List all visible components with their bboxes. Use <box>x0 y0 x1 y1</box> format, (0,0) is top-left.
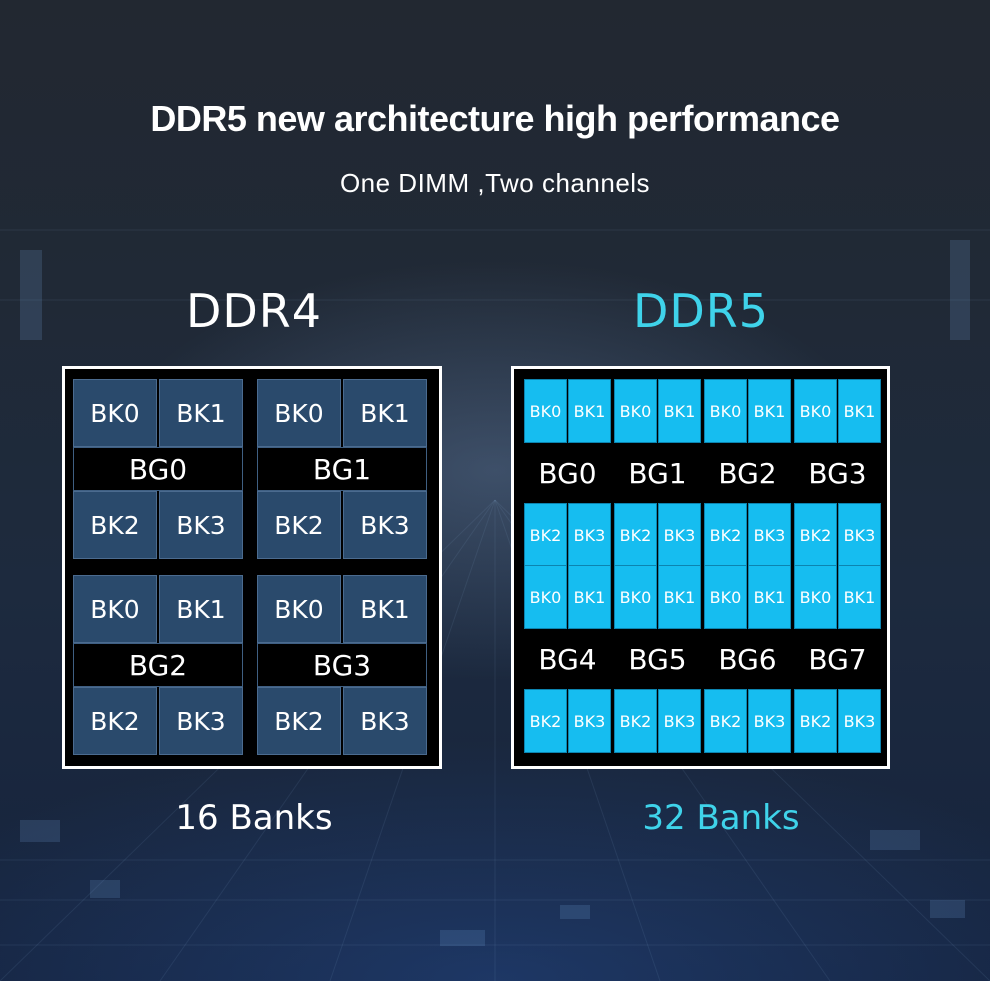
bank-cell: BK0 <box>704 379 747 443</box>
bank-group-label: BG5 <box>614 629 701 689</box>
bank-cell: BK2 <box>614 689 657 753</box>
bank-group-label: BG0 <box>524 443 611 503</box>
bank-cell: BK2 <box>614 503 657 567</box>
bank-cell: BK1 <box>568 379 611 443</box>
ddr5-bank-count: 32 Banks <box>642 798 800 838</box>
bank-group-label: BG0 <box>73 447 243 491</box>
page-title: DDR5 new architecture high performance <box>150 98 840 139</box>
bank-group-label: BG2 <box>704 443 791 503</box>
bank-cell: BK0 <box>614 379 657 443</box>
ddr4-heading: DDR4 <box>185 284 323 338</box>
bank-cell: BK2 <box>794 503 837 567</box>
bank-cell: BK3 <box>748 689 791 753</box>
bank-cell: BK0 <box>73 575 157 643</box>
bank-group-label: BG3 <box>794 443 881 503</box>
bank-cell: BK0 <box>794 379 837 443</box>
bank-cell: BK0 <box>704 565 747 629</box>
bank-group-label: BG2 <box>73 643 243 687</box>
bank-cell: BK1 <box>343 575 427 643</box>
bank-cell: BK2 <box>794 689 837 753</box>
bank-cell: BK2 <box>73 491 157 559</box>
bank-cell: BK1 <box>159 575 243 643</box>
bank-cell: BK2 <box>257 687 341 755</box>
bank-cell: BK3 <box>568 503 611 567</box>
bank-cell: BK3 <box>838 689 881 753</box>
ddr4-bank-count: 16 Banks <box>175 798 333 838</box>
bank-group-label: BG1 <box>257 447 427 491</box>
bank-cell: BK3 <box>159 491 243 559</box>
bank-cell: BK0 <box>73 379 157 447</box>
bank-cell: BK2 <box>524 689 567 753</box>
bank-cell: BK2 <box>257 491 341 559</box>
bank-cell: BK1 <box>658 565 701 629</box>
bank-cell: BK3 <box>343 687 427 755</box>
bank-cell: BK1 <box>748 379 791 443</box>
bank-cell: BK0 <box>257 379 341 447</box>
bank-cell: BK1 <box>838 565 881 629</box>
bank-cell: BK3 <box>658 503 701 567</box>
page-subtitle: One DIMM ,Two channels <box>339 168 651 198</box>
bank-cell: BK1 <box>343 379 427 447</box>
bank-group-label: BG3 <box>257 643 427 687</box>
bank-cell: BK3 <box>343 491 427 559</box>
bank-cell: BK2 <box>704 689 747 753</box>
bank-cell: BK3 <box>159 687 243 755</box>
bank-cell: BK0 <box>257 575 341 643</box>
bank-cell: BK0 <box>794 565 837 629</box>
bank-group-label: BG6 <box>704 629 791 689</box>
bank-cell: BK3 <box>568 689 611 753</box>
bank-group-label: BG7 <box>794 629 881 689</box>
bank-group-label: BG4 <box>524 629 611 689</box>
bank-cell: BK1 <box>159 379 243 447</box>
bank-cell: BK2 <box>73 687 157 755</box>
bank-group-label: BG1 <box>614 443 701 503</box>
bank-cell: BK3 <box>658 689 701 753</box>
bank-cell: BK1 <box>838 379 881 443</box>
bank-cell: BK1 <box>658 379 701 443</box>
bank-cell: BK0 <box>524 379 567 443</box>
bank-cell: BK3 <box>748 503 791 567</box>
bank-cell: BK1 <box>748 565 791 629</box>
ddr5-heading: DDR5 <box>632 284 770 338</box>
bank-cell: BK0 <box>524 565 567 629</box>
bank-cell: BK2 <box>704 503 747 567</box>
bank-cell: BK3 <box>838 503 881 567</box>
bank-cell: BK0 <box>614 565 657 629</box>
bank-cell: BK1 <box>568 565 611 629</box>
bank-cell: BK2 <box>524 503 567 567</box>
